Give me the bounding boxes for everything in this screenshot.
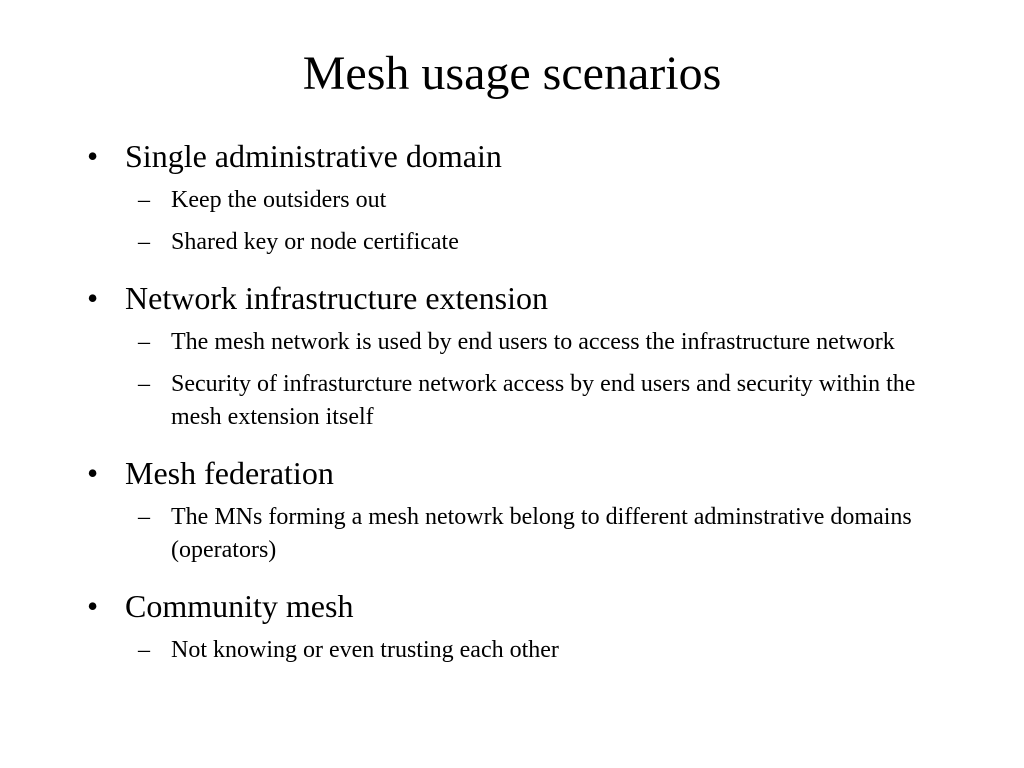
sub-bullet-text: The mesh network is used by end users to… [171,329,895,355]
sub-bullet-text: Security of infrasturcture network acces… [171,371,916,430]
sub-bullet-item: – Security of infrasturcture network acc… [0,368,961,434]
sub-bullet-item: – Shared key or node certificate [0,226,961,259]
sub-bullet-item: – Keep the outsiders out [0,184,961,217]
sub-bullet-text: Not knowing or even trusting each other [171,637,559,663]
dash-marker: – [138,229,150,255]
dash-marker: – [138,637,150,663]
bullet-marker: • [87,138,99,174]
bullet-marker: • [87,280,99,316]
bullet-text: Single administrative domain [125,138,502,174]
dash-marker: – [138,329,150,355]
sub-bullet-item: – The MNs forming a mesh netowrk belong … [0,501,961,567]
sub-bullet-text: Shared key or node certificate [171,229,459,255]
bullet-list: • Single administrative domain – Keep th… [0,137,1024,667]
bullet-item: • Network infrastructure extension [0,279,985,317]
dash-marker: – [138,504,150,530]
bullet-text: Community mesh [125,588,354,624]
bullet-text: Network infrastructure extension [125,280,548,316]
sub-bullet-item: – Not knowing or even trusting each othe… [0,634,961,667]
sub-bullet-item: – The mesh network is used by end users … [0,326,961,359]
bullet-item: • Single administrative domain [0,137,985,175]
slide-title: Mesh usage scenarios [302,47,722,100]
sub-bullet-text: Keep the outsiders out [171,187,387,213]
dash-marker: – [138,371,150,397]
bullet-text: Mesh federation [125,455,334,491]
bullet-marker: • [87,588,99,624]
sub-bullet-text: The MNs forming a mesh netowrk belong to… [171,504,912,563]
dash-marker: – [138,187,150,213]
bullet-item: • Community mesh [0,587,985,625]
bullet-marker: • [87,455,99,491]
bullet-item: • Mesh federation [0,454,985,492]
